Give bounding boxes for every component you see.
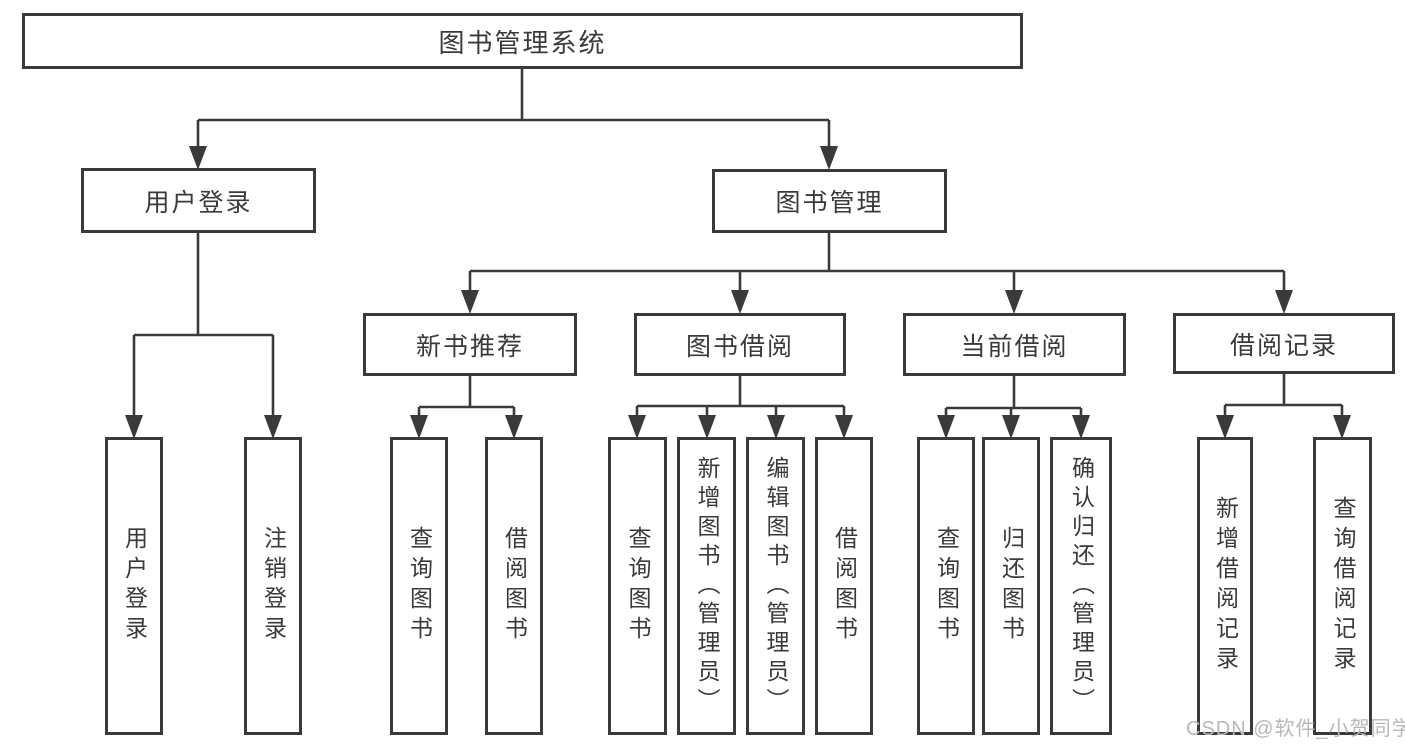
leaf-label: 新增借阅记录 bbox=[1212, 496, 1239, 676]
node-label: 当前借阅 bbox=[960, 332, 1069, 361]
node-user-login: 用户登录 bbox=[81, 168, 316, 233]
node-label: 图书借阅 bbox=[685, 332, 794, 361]
leaf-query-books-recommend: 查询图书 bbox=[390, 437, 448, 735]
leaf-confirm-return-admin: 确认归还（管理员） bbox=[1050, 437, 1112, 735]
leaf-return-books: 归还图书 bbox=[982, 437, 1040, 735]
leaf-label: 归还图书 bbox=[998, 526, 1025, 646]
leaf-add-borrow-record: 新增借阅记录 bbox=[1197, 437, 1253, 735]
leaf-add-books-admin: 新增图书（管理员） bbox=[677, 437, 736, 735]
node-book-borrowing: 图书借阅 bbox=[634, 313, 846, 376]
leaf-label: 编辑图书（管理员） bbox=[763, 455, 789, 717]
node-book-management: 图书管理 bbox=[712, 169, 947, 233]
leaf-query-books-borrowing: 查询图书 bbox=[608, 437, 667, 735]
leaf-label: 借阅图书 bbox=[501, 526, 528, 646]
leaf-logout: 注销登录 bbox=[244, 437, 302, 735]
leaf-label: 查询图书 bbox=[406, 526, 433, 646]
leaf-label: 用户登录 bbox=[121, 526, 148, 646]
leaf-edit-books-admin: 编辑图书（管理员） bbox=[746, 437, 805, 735]
leaf-label: 查询图书 bbox=[625, 526, 651, 646]
node-label: 图书管理 bbox=[775, 189, 884, 217]
leaf-label: 查询图书 bbox=[933, 526, 960, 646]
node-label: 图书管理系统 bbox=[438, 27, 607, 58]
node-label: 用户登录 bbox=[144, 188, 253, 217]
leaf-borrow-books-recommend: 借阅图书 bbox=[485, 437, 543, 735]
csdn-watermark: CSDN @软件_小贺同学 bbox=[1186, 718, 1405, 740]
node-new-book-recommendation: 新书推荐 bbox=[363, 313, 577, 376]
leaf-label: 借阅图书 bbox=[831, 526, 858, 646]
node-current-borrowing: 当前借阅 bbox=[903, 313, 1126, 376]
node-borrowing-records: 借阅记录 bbox=[1173, 313, 1395, 374]
node-library-management-system: 图书管理系统 bbox=[22, 13, 1023, 69]
leaf-label: 新增图书（管理员） bbox=[694, 455, 720, 717]
leaf-label: 注销登录 bbox=[260, 526, 287, 646]
leaf-user-login: 用户登录 bbox=[105, 437, 163, 735]
leaf-query-books-current: 查询图书 bbox=[917, 437, 975, 735]
node-label: 新书推荐 bbox=[415, 332, 524, 361]
leaf-query-borrow-record: 查询借阅记录 bbox=[1313, 437, 1372, 735]
node-label: 借阅记录 bbox=[1229, 331, 1338, 360]
leaf-label: 查询借阅记录 bbox=[1330, 496, 1356, 676]
leaf-label: 确认归还（管理员） bbox=[1068, 455, 1095, 717]
leaf-borrow-books: 借阅图书 bbox=[815, 437, 873, 735]
